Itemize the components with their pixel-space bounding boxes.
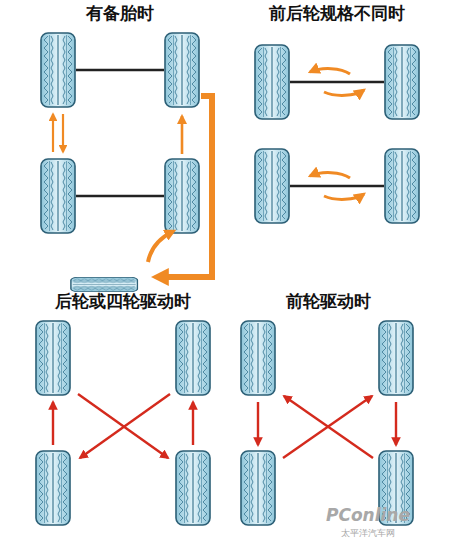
tire [36, 451, 70, 525]
tire [255, 149, 289, 223]
panel-title: 前轮驱动时 [286, 292, 371, 312]
rotation-arrow [148, 232, 172, 262]
tire [165, 159, 199, 233]
spare-panel [41, 33, 212, 292]
rotation-arrow [181, 116, 184, 154]
rotation-arrow [284, 396, 373, 458]
rotation-arrow [192, 402, 194, 445]
tire [41, 159, 75, 233]
panel-title: 有备胎时 [86, 4, 154, 24]
swap-arrow [310, 69, 350, 74]
tire [255, 45, 289, 119]
fwd-panel [241, 321, 413, 525]
axle [290, 81, 384, 84]
tire [41, 33, 75, 107]
rotation-arrow [52, 402, 54, 445]
tire [241, 451, 275, 525]
tire [385, 45, 419, 119]
panel-title: 前后轮规格不同时 [269, 4, 405, 24]
rotation-arrow [283, 396, 372, 458]
rwd-panel [36, 321, 210, 525]
spare-tire [71, 277, 138, 291]
axle [76, 195, 164, 198]
tire [36, 321, 70, 395]
watermark: 太平洋汽车网 [341, 528, 395, 538]
swap-arrow [324, 194, 364, 199]
axle [76, 69, 164, 72]
tire [241, 321, 275, 395]
panel-title: 后轮或四轮驱动时 [55, 292, 191, 312]
swap-arrow [324, 90, 364, 95]
axle [290, 185, 384, 188]
tire [176, 321, 210, 395]
rotation-arrow [62, 114, 64, 152]
rotation-arrow [395, 402, 397, 445]
rotation-arrow [158, 96, 212, 277]
rotation-arrow [52, 114, 54, 152]
tire [165, 33, 199, 107]
swap-panel [255, 45, 419, 223]
rotation-arrow [257, 402, 259, 445]
watermark: PConline [326, 506, 410, 526]
tire [176, 451, 210, 525]
tire [385, 149, 419, 223]
tire [379, 321, 413, 395]
swap-arrow [310, 173, 350, 178]
rotation-arrow [80, 394, 170, 458]
